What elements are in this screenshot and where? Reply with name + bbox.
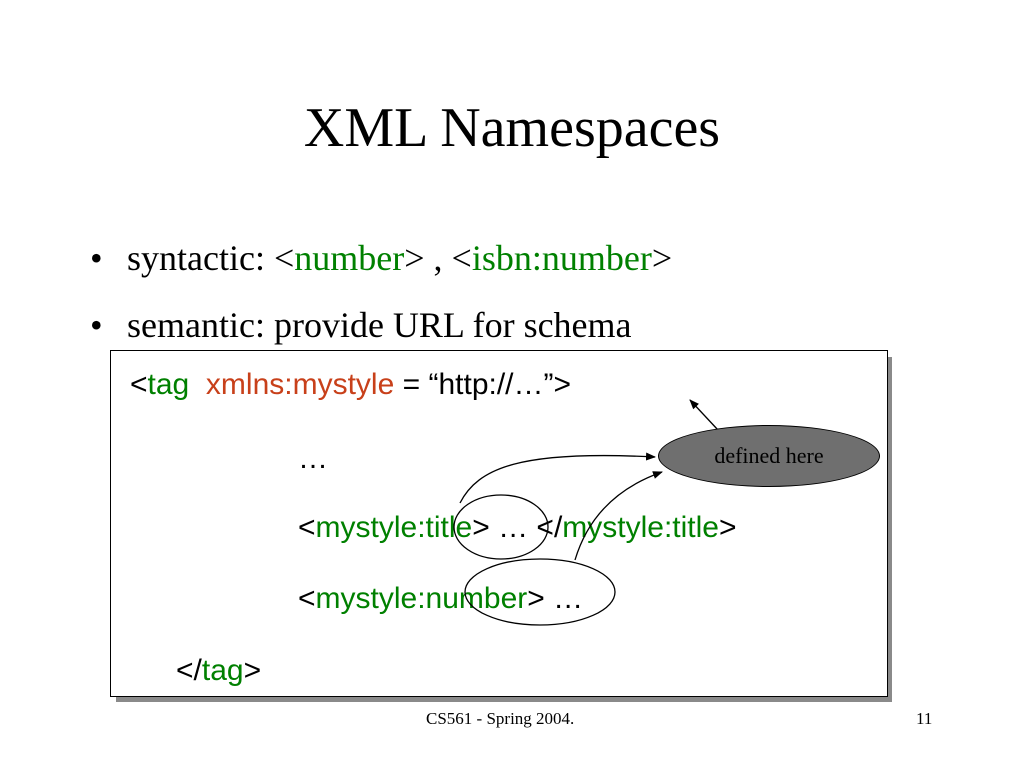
arrow-number-to-callout xyxy=(574,471,663,561)
code-tag: tag xyxy=(201,654,244,687)
bullet-prefix: syntactic: < xyxy=(127,238,295,278)
arrow-title-to-callout xyxy=(459,452,656,504)
code-attr-xmlns: xmlns:mystyle xyxy=(205,368,395,401)
code-close-tag: mystyle:title xyxy=(562,511,719,544)
code-tag: tag xyxy=(147,368,190,401)
code-bracket: </ xyxy=(176,654,202,687)
code-bracket: < xyxy=(298,511,316,544)
bullet-text: semantic: provide URL for schema xyxy=(127,305,632,345)
code-tag: mystyle:title xyxy=(315,511,473,544)
code-bracket: < xyxy=(298,582,316,615)
code-attr-value: = “http://…”> xyxy=(394,368,572,401)
bullet-mid: > , < xyxy=(404,238,472,278)
bullet-suffix: > xyxy=(651,238,673,278)
code-tag: mystyle:number xyxy=(315,582,528,615)
code-line-5: </tag> xyxy=(176,656,261,686)
code-line-4: <mystyle:number> … xyxy=(298,584,583,614)
code-line-1: <tag xmlns:mystyle = “http://…”> xyxy=(130,370,571,400)
code-line-3: <mystyle:title> … </mystyle:title> xyxy=(298,513,737,543)
tag-isbn-number: isbn:number xyxy=(471,238,652,278)
code-mid: > … </ xyxy=(472,511,563,544)
bullet-marker: • xyxy=(90,305,103,345)
highlight-ellipse-title xyxy=(453,494,549,560)
slide-title: XML Namespaces xyxy=(303,97,721,159)
callout-defined-here: defined here xyxy=(658,425,880,487)
code-example-box xyxy=(110,350,888,697)
highlight-ellipse-number xyxy=(464,558,616,626)
code-line-2: … xyxy=(298,442,328,475)
bullet-text: syntactic: <number> , <isbn:number> xyxy=(127,240,672,276)
code-bracket: > xyxy=(243,654,262,687)
tag-number: number xyxy=(294,238,405,278)
footer-course: CS561 - Spring 2004. xyxy=(426,709,575,728)
code-bracket: > xyxy=(718,511,737,544)
code-end: > … xyxy=(527,582,584,615)
bullet-marker: • xyxy=(90,238,103,278)
page-number: 11 xyxy=(916,709,933,728)
code-bracket: < xyxy=(130,368,148,401)
arrow-callout-to-xmlns xyxy=(689,399,719,431)
